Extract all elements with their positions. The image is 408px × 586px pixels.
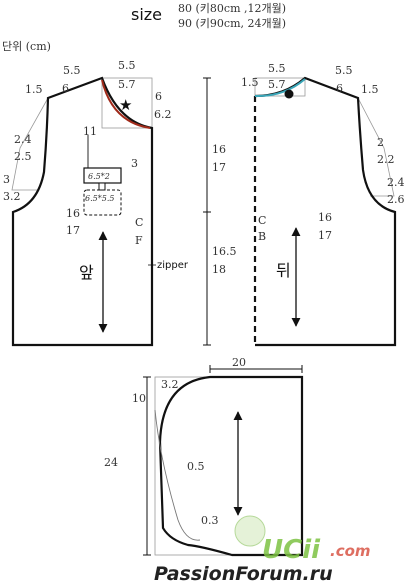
lower-length-1: 16.5	[212, 245, 237, 258]
header: size 80 (키80cm ,12개월) 90 (키90cm, 24개월) 단…	[2, 2, 286, 53]
hood-height: 24	[104, 456, 118, 469]
front-side-3: 3	[131, 157, 138, 170]
back-armhole-guide	[357, 97, 395, 197]
unit-label: 단위 (cm)	[2, 40, 51, 53]
hood-width: 20	[232, 356, 246, 369]
watermark-brand: UCii	[262, 535, 321, 565]
back-armhole-2a: 2.4	[387, 176, 405, 189]
back-armhole-2b: 2.6	[387, 193, 405, 206]
back-shoulder-bottom: 6	[336, 82, 343, 95]
front-piece: ★ 5.5 6 5.5 5.7 6 6.2 1.5 2.4 2.5 3 3.2 …	[3, 59, 189, 347]
hood-curve: 10	[132, 392, 146, 405]
size-title: size	[131, 5, 162, 24]
front-shoulder-top: 5.5	[63, 64, 81, 77]
front-neck-curve	[101, 79, 151, 129]
back-label: 뒤	[276, 261, 291, 280]
back-neck-top: 5.5	[268, 62, 286, 75]
zipper-label: zipper	[157, 260, 189, 271]
back-armhole-1b: 2.2	[377, 153, 395, 166]
front-armhole-1b: 2.5	[14, 150, 32, 163]
watermark-globe-icon	[234, 515, 266, 547]
front-neck-drop-1: 6	[155, 90, 162, 103]
watermark: UCii .com PassionForum.ru	[154, 515, 371, 585]
back-armhole-1a: 2	[377, 136, 384, 149]
size-line-2: 90 (키90cm, 24개월)	[178, 17, 286, 30]
size-line-1: 80 (키80cm ,12개월)	[178, 2, 286, 15]
back-width-1: 16	[318, 211, 332, 224]
back-shoulder-top: 5.5	[335, 64, 353, 77]
front-armhole-guide	[11, 97, 49, 191]
front-armhole-2b: 3.2	[3, 190, 21, 203]
star-icon: ★	[119, 96, 132, 114]
front-shoulder-bottom: 6	[62, 82, 69, 95]
front-width-2: 17	[66, 224, 80, 237]
back-neck-bottom: 5.7	[268, 78, 286, 91]
back-cb-b: B	[258, 230, 266, 243]
front-neck-drop-2: 6.2	[154, 108, 172, 121]
front-neck-bottom: 5.7	[118, 78, 136, 91]
upper-length-1: 16	[212, 143, 226, 156]
front-cf-c: C	[135, 216, 143, 229]
watermark-site: PassionForum.ru	[154, 563, 333, 585]
front-neck-top: 5.5	[118, 59, 136, 72]
back-shoulder-side: 1.5	[361, 83, 379, 96]
front-shoulder-side: 1.5	[25, 83, 43, 96]
front-pocket-top-label: 6.5*2	[88, 172, 110, 181]
lower-length-2: 18	[212, 263, 226, 276]
front-pocket-body-label: 6.5*5.5	[85, 194, 114, 203]
front-pocket-depth: 11	[83, 125, 97, 138]
pocket-body	[83, 189, 122, 216]
back-width-2: 17	[318, 229, 332, 242]
hood-guide	[154, 376, 303, 556]
hood-ease-2: 0.3	[201, 514, 219, 527]
watermark-domain: .com	[330, 542, 371, 560]
back-piece: 1.5 5.5 5.7 5.5 6 1.5 2 2.2 2.4 2.6 C B …	[241, 62, 405, 347]
hood-ease-1: 0.5	[187, 460, 205, 473]
hood-piece: 20 3.2 10 24 0.5 0.3	[104, 356, 304, 557]
back-neck-dot	[284, 89, 294, 99]
front-width-1: 16	[66, 207, 80, 220]
front-label: 앞	[79, 263, 94, 282]
upper-length-2: 17	[212, 161, 226, 174]
front-armhole-1a: 2.4	[14, 133, 32, 146]
length-measure: 16 17 16.5 18	[203, 77, 237, 346]
front-outline	[11, 76, 154, 347]
back-cb-c: C	[258, 214, 266, 227]
back-side-15: 1.5	[241, 76, 259, 89]
back-neck-curve	[254, 78, 306, 98]
hood-ease-line	[154, 409, 201, 541]
pocket-tab	[98, 182, 106, 191]
hood-top-offset: 3.2	[161, 378, 179, 391]
hood-outline	[158, 375, 304, 557]
front-neck-guide	[101, 77, 153, 129]
back-neck-guide	[254, 77, 306, 97]
front-armhole-2a: 3	[3, 173, 10, 186]
front-cf-f: F	[135, 234, 143, 247]
